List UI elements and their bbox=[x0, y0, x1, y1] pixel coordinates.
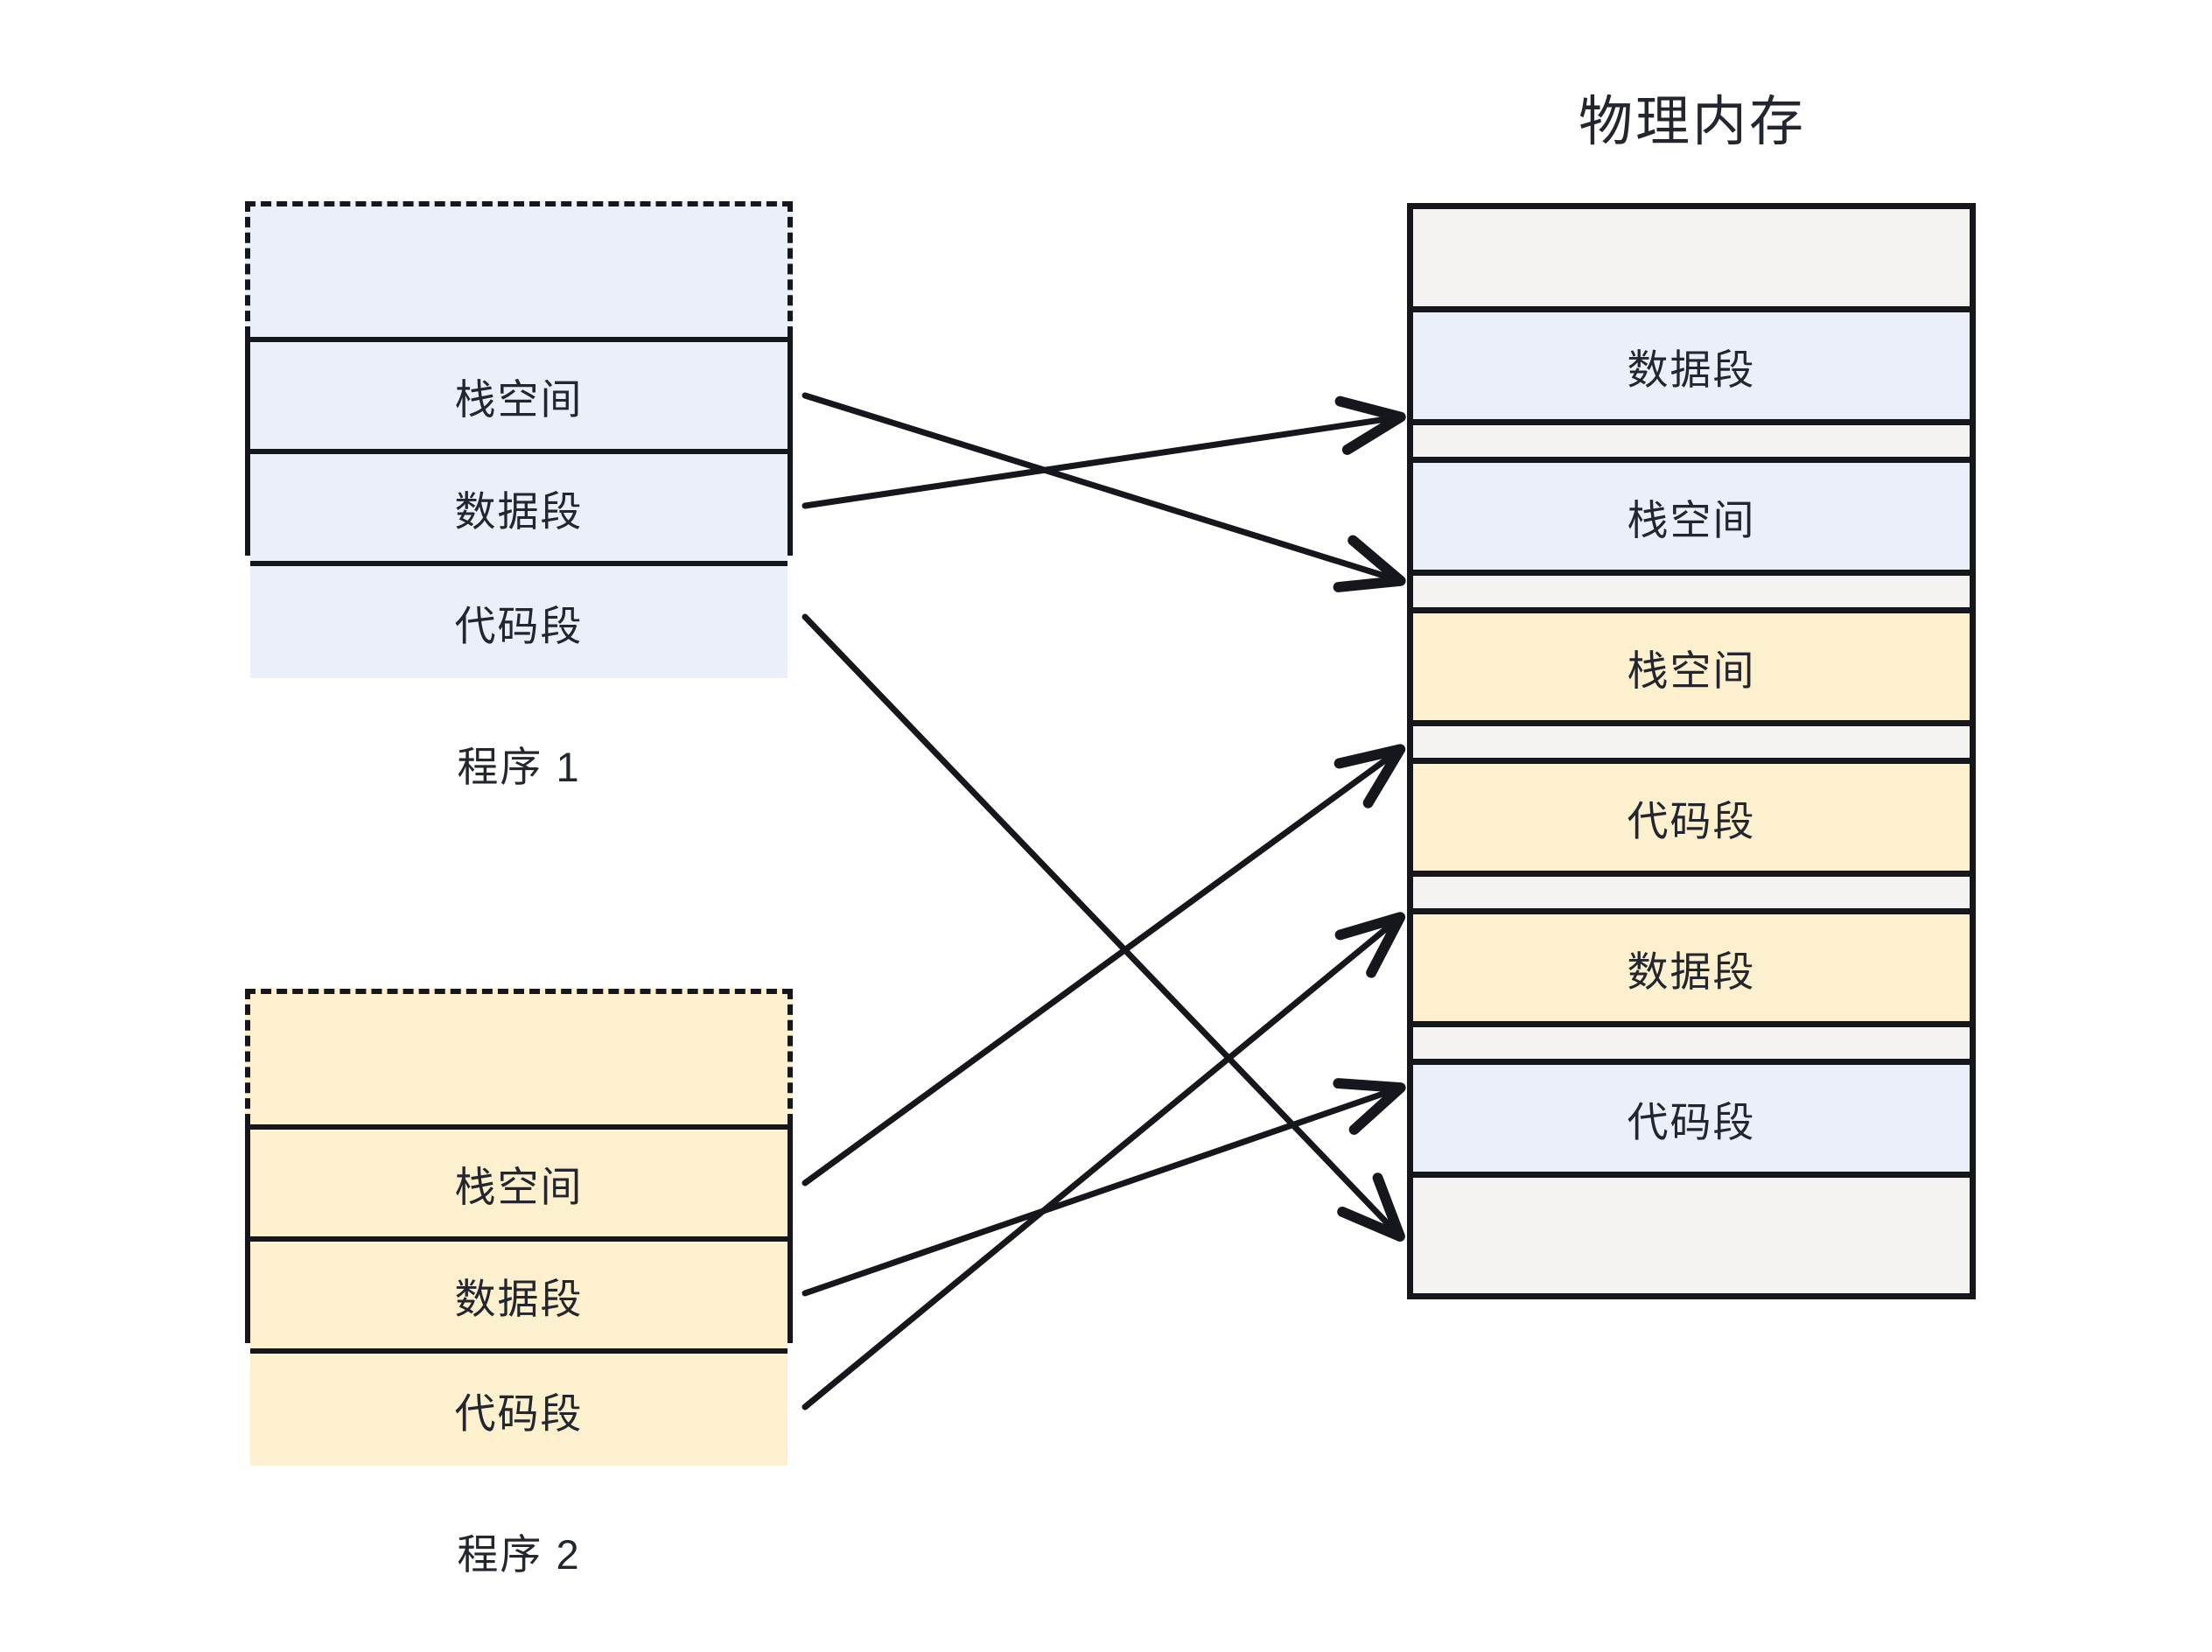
program-1-unused-region bbox=[245, 201, 793, 337]
program-2-segment-data[interactable]: 数据段 bbox=[250, 1242, 788, 1354]
program-1-segment-data[interactable]: 数据段 bbox=[250, 454, 788, 566]
physical-memory-title: 物理内存 bbox=[1578, 92, 1806, 152]
memory-segment-11[interactable]: 代码段 bbox=[1413, 1065, 1970, 1178]
program-2-segments: 栈空间 数据段 代码段 bbox=[245, 1124, 793, 1466]
mapping-arrow-4 bbox=[802, 1078, 1406, 1297]
program-2-caption: 程序 2 bbox=[457, 1531, 581, 1578]
memory-free-block-8 bbox=[1413, 877, 1970, 914]
program-1-segments: 栈空间 数据段 代码段 bbox=[245, 337, 793, 678]
mapping-arrow-3 bbox=[802, 744, 1406, 1186]
memory-segment-5[interactable]: 栈空间 bbox=[1413, 613, 1970, 726]
program-2-segment-code[interactable]: 代码段 bbox=[250, 1354, 788, 1466]
program-2-segment-stack[interactable]: 栈空间 bbox=[250, 1130, 788, 1242]
program-1-segment-stack[interactable]: 栈空间 bbox=[250, 342, 788, 454]
memory-segment-9[interactable]: 数据段 bbox=[1413, 914, 1970, 1027]
mapping-arrow-5 bbox=[802, 912, 1406, 1410]
memory-free-block-10 bbox=[1413, 1027, 1970, 1065]
program-1-segment-code[interactable]: 代码段 bbox=[250, 566, 788, 678]
memory-segment-7[interactable]: 代码段 bbox=[1413, 764, 1970, 877]
memory-free-block-12 bbox=[1413, 1178, 1970, 1293]
memory-segment-3[interactable]: 栈空间 bbox=[1413, 463, 1970, 576]
memory-free-block-2 bbox=[1413, 425, 1970, 463]
mapping-arrow-0 bbox=[802, 392, 1406, 592]
program-2-unused-region bbox=[245, 989, 793, 1124]
program-1-caption: 程序 1 bbox=[457, 744, 581, 790]
physical-memory-block: 数据段栈空间栈空间代码段数据段代码段 bbox=[1407, 203, 1976, 1299]
memory-free-block-4 bbox=[1413, 576, 1970, 613]
memory-segment-1[interactable]: 数据段 bbox=[1413, 312, 1970, 425]
mapping-arrow-2 bbox=[802, 613, 1405, 1242]
memory-free-block-0 bbox=[1413, 209, 1970, 312]
mapping-arrow-1 bbox=[802, 396, 1406, 509]
memory-free-block-6 bbox=[1413, 726, 1970, 764]
